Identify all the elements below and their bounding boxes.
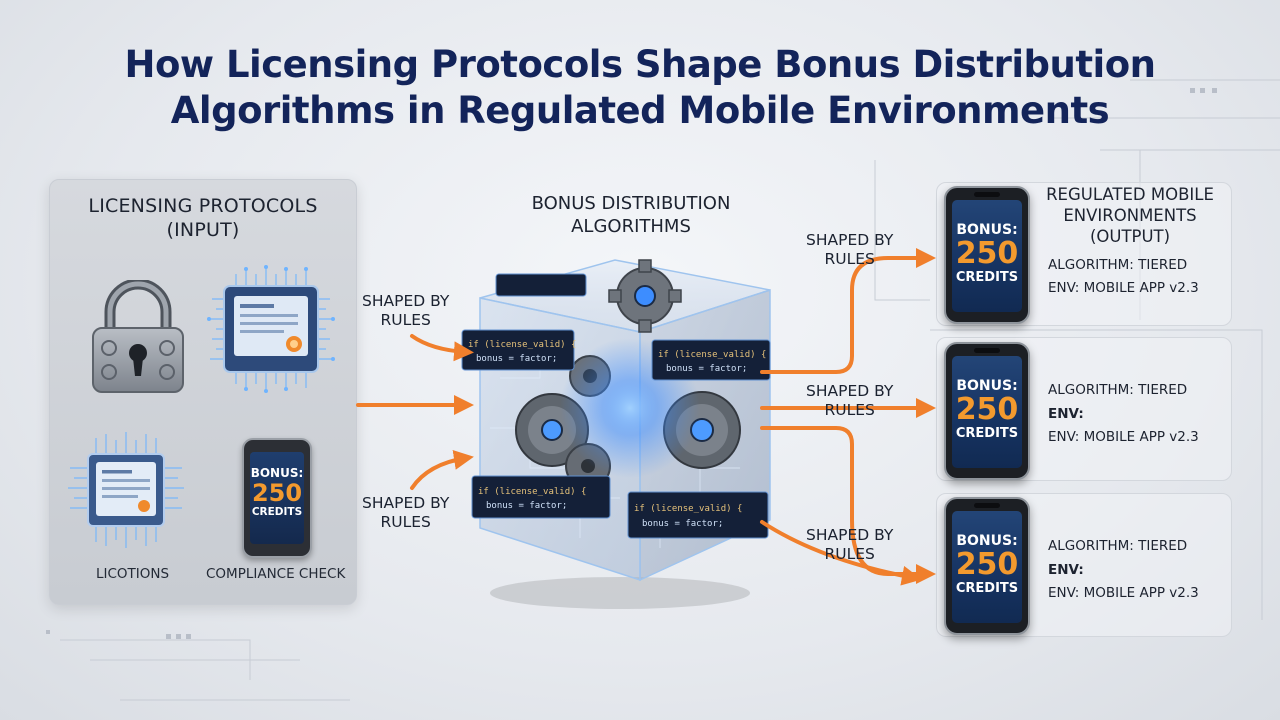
algorithms-title-line-1: BONUS DISTRIBUTION [531, 193, 731, 214]
rule-line-2: RULES [380, 311, 431, 329]
license-chip-icon [207, 265, 335, 393]
rule-line-1: SHAPED BY [806, 382, 894, 400]
code-line-3a: if (license_valid) { [478, 487, 586, 497]
card-2-env-label: ENV: [1048, 406, 1084, 422]
shaped-by-rules-label-input-bottom: SHAPED BY RULES [362, 494, 449, 532]
page-title-line-2: Algorithms in Regulated Mobile Environme… [170, 89, 1110, 132]
phone-1-bonus: BONUS: [956, 222, 1018, 238]
shaped-by-rules-label-output-top: SHAPED BY RULES [806, 231, 893, 269]
compliance-phone-amount: 250 [251, 479, 303, 507]
shaped-by-rules-label-output-bottom: SHAPED BY RULES [806, 526, 893, 564]
output-title-line-1: REGULATED MOBILE [1046, 185, 1214, 204]
code-panel [461, 273, 771, 539]
compliance-phone-credits: CREDITS [251, 506, 303, 518]
licensing-protocols-panel: LICENSING PROTOCOLS (INPUT) [49, 179, 357, 605]
card-2-env: ENV: MOBILE APP v2.3 [1048, 429, 1199, 445]
phone-notch [974, 192, 1000, 197]
code-line-4b: bonus = factor; [642, 519, 723, 529]
output-title-line-3: (OUTPUT) [1089, 227, 1171, 246]
card-2-algorithm: ALGORITHM: TIERED [1048, 382, 1188, 398]
input-panel-title-line-1: LICENSING PROTOCOLS [88, 195, 318, 217]
output-phone-3: BONUS: 250 CREDITS [944, 497, 1030, 635]
phone-3-credits: CREDITS [955, 581, 1019, 596]
phone-3-bonus: BONUS: [956, 533, 1018, 549]
page-title: How Licensing Protocols Shape Bonus Dist… [0, 42, 1280, 134]
phone-1-credits: CREDITS [955, 270, 1019, 285]
code-line-4a: if (license_valid) { [634, 504, 742, 514]
code-line-2a: if (license_valid) { [658, 350, 766, 360]
rule-line-2: RULES [824, 401, 875, 419]
card-3-algorithm: ALGORITHM: TIERED [1048, 538, 1188, 554]
card-1-algorithm: ALGORITHM: TIERED [1048, 257, 1188, 273]
card-1-env: ENV: MOBILE APP v2.3 [1048, 280, 1199, 296]
output-phone-1: BONUS: 250 CREDITS [944, 186, 1030, 324]
rule-line-2: RULES [380, 513, 431, 531]
output-phone-1-screen: BONUS: 250 CREDITS [952, 200, 1022, 312]
rule-line-1: SHAPED BY [806, 526, 894, 544]
rule-line-1: SHAPED BY [362, 292, 450, 310]
licensing-circuit-icon [68, 432, 184, 548]
algorithms-title-line-2: ALGORITHMS [571, 216, 691, 237]
output-phone-2: BONUS: 250 CREDITS [944, 342, 1030, 480]
licotions-label: LICOTIONS [96, 566, 170, 582]
shaped-by-rules-label-output-middle: SHAPED BY RULES [806, 382, 893, 420]
compliance-phone-screen: BONUS: 250 CREDITS [250, 452, 304, 544]
phone-2-credits: CREDITS [955, 426, 1019, 441]
output-title-line-2: ENVIRONMENTS [1063, 206, 1197, 225]
phone-notch [974, 348, 1000, 353]
output-phone-2-screen: BONUS: 250 CREDITS [952, 356, 1022, 468]
input-panel-title-line-2: (INPUT) [166, 219, 240, 241]
code-line-1a: if (license_valid) { [468, 340, 576, 350]
algorithm-cube: if (license_valid) { bonus = factor; if … [461, 259, 771, 609]
phone-1-amount: 250 [955, 236, 1019, 271]
code-line-2b: bonus = factor; [666, 364, 747, 374]
phone-2-bonus: BONUS: [956, 378, 1018, 394]
phone-notch [974, 503, 1000, 508]
code-line-3b: bonus = factor; [486, 501, 567, 511]
page-title-line-1: How Licensing Protocols Shape Bonus Dist… [124, 43, 1156, 86]
rule-line-2: RULES [824, 545, 875, 563]
phone-2-amount: 250 [955, 392, 1019, 427]
rule-line-1: SHAPED BY [806, 231, 894, 249]
rule-line-1: SHAPED BY [362, 494, 450, 512]
rule-line-2: RULES [824, 250, 875, 268]
shaped-by-rules-label-input-top: SHAPED BY RULES [362, 292, 449, 330]
card-3-env-label: ENV: [1048, 562, 1084, 578]
output-title: REGULATED MOBILE ENVIRONMENTS (OUTPUT) [1030, 184, 1230, 247]
gear-icon [515, 259, 741, 489]
padlock-icon [92, 280, 184, 393]
algorithms-title: BONUS DISTRIBUTION ALGORITHMS [466, 192, 796, 238]
compliance-check-label: COMPLIANCE CHECK [206, 566, 346, 582]
phone-3-amount: 250 [955, 547, 1019, 582]
output-phone-3-screen: BONUS: 250 CREDITS [952, 511, 1022, 623]
code-line-1b: bonus = factor; [476, 354, 557, 364]
input-panel-title: LICENSING PROTOCOLS (INPUT) [50, 194, 356, 242]
compliance-phone: BONUS: 250 CREDITS [242, 438, 312, 558]
compliance-phone-bonus: BONUS: [250, 466, 304, 480]
card-3-env: ENV: MOBILE APP v2.3 [1048, 585, 1199, 601]
